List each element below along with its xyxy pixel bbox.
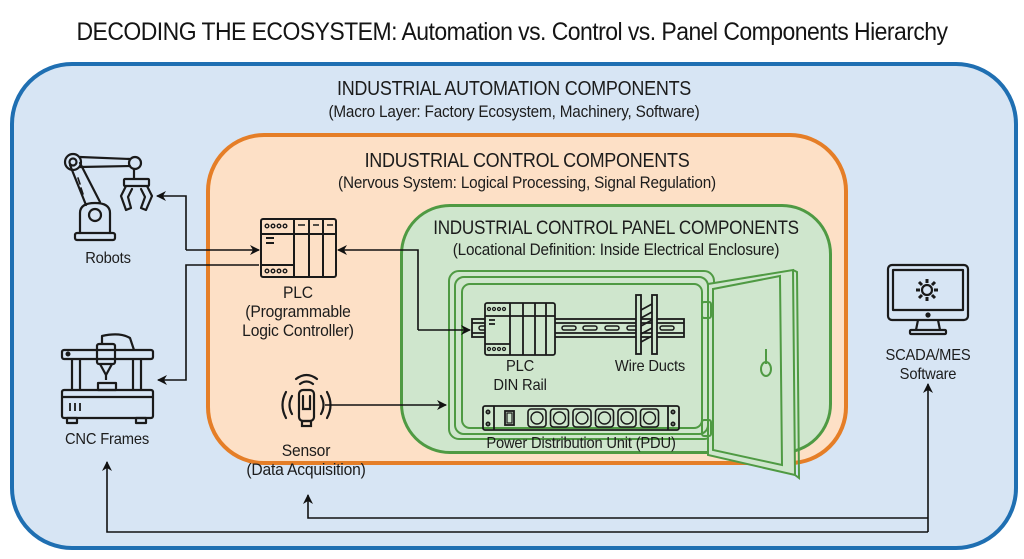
panel-zone-title: INDUSTRIAL CONTROL PANEL COMPONENTS: [433, 218, 799, 239]
sensor-label: Sensor (Data Acquisition): [242, 441, 371, 479]
scada-label: SCADA/MES Software: [873, 346, 983, 384]
plc-module-icon: [260, 218, 337, 278]
scada-label-line1: SCADA/MES: [885, 347, 971, 364]
plc-din-rail-line1: PLC: [505, 358, 535, 375]
diagram-title: DECODING THE ECOSYSTEM: Automation vs. C…: [76, 18, 948, 46]
plc-label-line2: (Programmable: [245, 302, 351, 321]
plc-label: PLC (Programmable Logic Controller): [234, 283, 363, 340]
plc-din-rail-line2: DIN Rail: [493, 377, 547, 394]
automation-zone-title: INDUSTRIAL AUTOMATION COMPONENTS: [336, 78, 692, 100]
plc-label-line1: PLC: [283, 283, 313, 302]
wire-ducts-label: Wire Ducts: [614, 358, 686, 375]
control-zone-subtitle: (Nervous System: Logical Processing, Sig…: [338, 173, 716, 192]
enclosure-door-icon: [701, 268, 801, 481]
monitor-gear-icon: [886, 263, 970, 336]
pdu-outlet-socket: [597, 411, 612, 425]
pdu-outlet: [594, 408, 615, 428]
connector-robots-plc: [156, 191, 187, 250]
power-strip-icon: [482, 405, 680, 431]
plc-din-rail-label: PLC DIN Rail: [474, 357, 566, 395]
pdu-outlet: [639, 408, 660, 428]
din-rail-plc-icon: [484, 302, 556, 356]
wire-duct-icon: [635, 294, 658, 355]
pdu-outlet-socket: [620, 411, 634, 425]
pdu-outlet: [617, 408, 637, 428]
control-zone-title: INDUSTRIAL CONTROL COMPONENTS: [364, 150, 690, 172]
sensor-label-line2: (Data Acquisition): [246, 460, 366, 479]
cnc-frames-label: CNC Frames: [64, 431, 150, 448]
panel-zone-subtitle: (Locational Definition: Inside Electrica…: [452, 240, 780, 259]
pdu-outlet-socket: [552, 411, 567, 425]
pdu-label: Power Distribution Unit (PDU): [486, 435, 676, 452]
connector-scada-sensor: [303, 494, 928, 519]
connector-scada-cnc: [102, 461, 928, 533]
wireless-sensor-icon: [281, 373, 332, 428]
pdu-outlet-socket: [642, 411, 657, 425]
connector-plc-cnc: [157, 264, 259, 385]
connector-din-plc: [337, 245, 419, 330]
pdu-outlet: [549, 408, 570, 428]
pdu-outlet-socket: [530, 411, 544, 425]
automation-zone-subtitle: (Macro Layer: Factory Ecosystem, Machine…: [328, 102, 700, 121]
pdu-outlet: [527, 408, 547, 428]
plc-label-line3: Logic Controller): [242, 321, 354, 340]
robots-label: Robots: [85, 250, 131, 267]
connectors: [102, 191, 933, 533]
scada-label-line2: Software: [899, 366, 957, 383]
cnc-machine-icon: [60, 333, 155, 425]
pdu-outlet-socket: [575, 411, 589, 425]
robot-arm-icon: [63, 152, 154, 242]
sensor-label-line1: Sensor: [281, 441, 331, 460]
pdu-outlet: [572, 408, 592, 428]
